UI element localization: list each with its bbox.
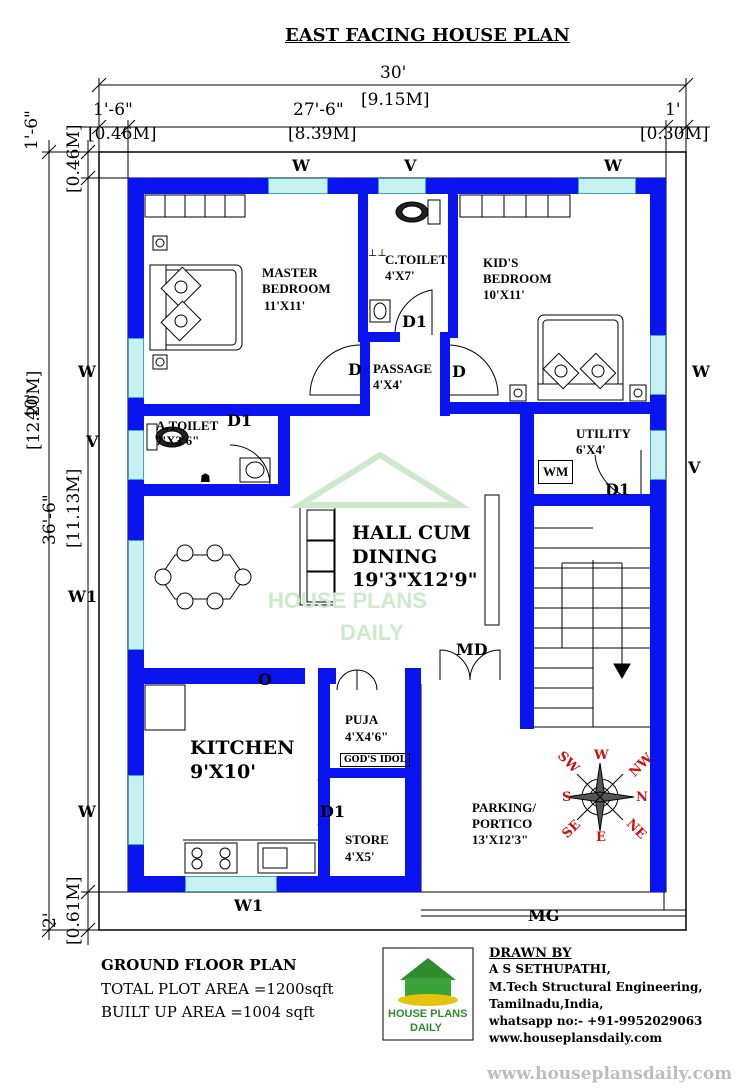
parking-size: 13'X12'3" [472,832,529,847]
window-label: W1 [68,587,98,606]
total-width-m: [9.15M] [361,90,430,110]
a-toilet-size: 7'X3'6" [156,433,200,448]
logo-line2: DAILY [410,1022,442,1034]
utility-name: UTILITY [576,426,631,441]
svg-text:⊥⊥: ⊥⊥ [368,248,387,259]
kitchen-name: KITCHEN [190,737,295,759]
puja-name: PUJA [345,712,379,727]
ventilator-label: V [86,432,99,451]
drawn-by: DRAWN BY [489,946,572,961]
utility-size: 6'X4' [576,442,606,457]
compass-n: N [636,790,648,805]
right-margin-m: [0.30M] [640,124,709,144]
c-toilet-size: 4'X7' [385,268,415,283]
website[interactable]: www.houseplansdaily.com [489,1031,663,1045]
passage-name: PASSAGE [373,361,432,376]
door-label: D1 [227,411,253,430]
parking-name: PARKING/ PORTICO [472,800,537,831]
store-size: 4'X5' [345,849,375,864]
ventilator-label: V [404,156,417,175]
watermark-line1: HOUSE PLANS [268,588,427,613]
left-margin-m: [0.46M] [88,124,157,144]
c-toilet-name: C.TOILET [385,252,448,267]
svg-text:☗: ☗ [200,471,211,485]
compass-s: S [562,790,572,805]
bottom-margin-m: [0.61M] [64,876,84,945]
kitchen-size: 9'X10' [190,761,257,783]
logo-line1: HOUSE PLANS [388,1008,468,1020]
left-margin-ft: 1'-6" [93,100,133,120]
store-name: STORE [345,832,389,847]
inner-height-ft: 36'-6" [40,494,60,545]
master-bedroom-size: 11'X11' [264,298,306,313]
passage-size: 4'X4' [373,377,403,392]
inner-height-m: [11.13M] [64,468,84,548]
bottom-margin-ft: 2' [40,912,60,929]
right-margin-ft: 1' [665,100,681,120]
total-height-m: [12.20M] [24,370,44,450]
plot-area: TOTAL PLOT AREA =1200sqft [101,980,334,998]
inner-width-ft: 27'-6" [293,100,344,120]
window-label: W [78,802,96,821]
top-margin-ft: 1'-6" [22,110,42,150]
window-label: W [604,156,622,175]
top-margin-m: [0.46M] [64,124,84,193]
puja-size: 4'X4'6" [345,729,389,744]
ventilator-label: V [688,458,701,477]
location: Tamilnadu,India, [489,997,604,1011]
door-label: D1 [320,802,346,821]
whatsapp: whatsapp no:- +91-9952029063 [489,1014,703,1028]
opening-label: O [258,670,272,689]
gods-idol: GOD'S IDOL [340,753,410,767]
window-label: W1 [234,896,264,915]
kids-bedroom-name: KID'S BEDROOM [483,255,552,286]
hall-size: 19'3"X12'9" [352,569,478,591]
plan-name: GROUND FLOOR PLAN [101,956,297,974]
compass-w: W [594,748,609,763]
plan-title: EAST FACING HOUSE PLAN [285,25,570,46]
built-area: BUILT UP AREA =1004 sqft [101,1003,315,1021]
window-label: W [78,362,96,381]
main-gate-label: MG [528,906,560,925]
watermark-line2: DAILY [340,620,404,645]
master-bedroom-name: MASTER BEDROOM [262,265,331,296]
washing-machine: WM [538,460,574,484]
compass-e: E [596,830,606,845]
degree: M.Tech Structural Engineering, [489,980,703,994]
door-label: D1 [605,480,631,499]
door-label: D [452,362,466,381]
door-label: D1 [402,312,428,331]
hall-name: HALL CUM DINING [352,522,471,568]
door-label: D [348,360,362,379]
a-toilet-name: A.TOILET [156,418,219,433]
author: A S SETHUPATHI, [489,962,611,976]
window-label: W [292,156,310,175]
main-door-label: MD [456,640,488,659]
website-footer[interactable]: www.houseplansdaily.com [487,1064,733,1084]
total-width-ft: 30' [380,63,407,83]
inner-width-m: [8.39M] [288,124,357,144]
kids-bedroom-size: 10'X11' [483,287,525,302]
window-label: W [692,362,710,381]
